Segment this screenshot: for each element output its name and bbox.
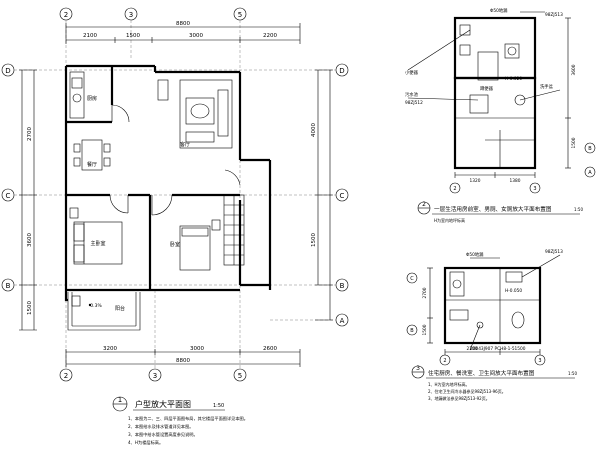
d3-axis-2: 2 <box>443 358 446 364</box>
room-bedroom: 卧室 <box>170 241 180 248</box>
detail-3-title: 3 住宅厨房、餐洗室、卫生间放大平面布置图 1:50 <box>411 365 577 379</box>
d3-dim-v2: 1500 <box>422 324 428 335</box>
d3-label-ref-2: 20043J907 PCH8-1-5 <box>470 346 515 352</box>
d2-dim-v2: 1500 <box>571 137 577 148</box>
d3-dim-v1: 2700 <box>422 287 428 298</box>
d2-title-number: 2 <box>422 201 426 208</box>
d2-label-wash-basin: 洗手盆 <box>540 83 554 90</box>
axis-bottom-3: 3 <box>153 372 157 380</box>
furniture <box>69 71 233 307</box>
detail-2-drawing <box>407 11 596 194</box>
d2-label-urinal: 小便器 <box>405 69 419 76</box>
room-kitchen: 厨房 <box>87 95 97 102</box>
axis-top-5: 5 <box>238 11 242 19</box>
dimension-lines-main <box>19 23 333 367</box>
d2-dim-b2: 1380 <box>510 178 521 184</box>
d2-label-ref-1: 98ZJ513 <box>545 12 563 18</box>
room-dining: 餐厅 <box>87 161 97 168</box>
axis-right-D: D <box>339 67 344 75</box>
dim-bottom-total: 8800 <box>176 358 190 364</box>
d3-axis-C: C <box>410 276 414 282</box>
detail-2-texts: Φ50地漏 98ZJ513 小便器 蹲便器 污水池 98ZJ512 H-0.02… <box>405 7 592 192</box>
d2-title: 一层生活用房前室、男厕、女厕放大平面布置图 <box>434 205 552 213</box>
axis-right-B: B <box>340 282 345 290</box>
d3-note-3: 3、地漏做法参见98ZJ513-92页。 <box>428 395 490 401</box>
d2-label-squat-toilet: 蹲便器 <box>480 85 494 92</box>
d3-axis-B: B <box>410 328 414 334</box>
d3-title-number: 3 <box>416 365 420 372</box>
main-note-1: 1、本图为二、三、四层平面图布局，其它楼层平面图详见本图。 <box>128 415 248 422</box>
main-note-4: 4、H为楼层标高。 <box>128 439 163 446</box>
axis-right-A: A <box>340 317 345 325</box>
d2-label-floor-drain: Φ50地漏 <box>490 7 508 14</box>
main-title: 1 户型放大平面图 1:50 <box>112 396 225 412</box>
d3-dim-b2: 1500 <box>515 346 526 352</box>
d2-axis-2: 2 <box>453 186 456 192</box>
dim-bottom-1: 3200 <box>103 346 117 352</box>
axis-left-B: B <box>6 282 11 290</box>
main-note-3: 3、本图中给水管设置高度参见说明。 <box>128 431 198 438</box>
d2-dim-b1: 1320 <box>470 178 481 184</box>
dim-top-total: 8800 <box>176 21 190 27</box>
axis-bottom-2: 2 <box>64 372 68 380</box>
d2-axis-A: A <box>588 170 592 176</box>
main-plan-doors <box>109 104 241 216</box>
dim-top-3: 3000 <box>189 33 203 39</box>
d2-label-level: H-0.020 <box>505 76 522 82</box>
dim-top-1: 2100 <box>83 33 97 39</box>
d3-label-level: H-0.050 <box>505 288 522 294</box>
room-living: 客厅 <box>180 141 190 148</box>
d2-axis-3: 3 <box>533 186 536 192</box>
axis-bottom-5: 5 <box>238 372 242 380</box>
main-notes: 1、本图为二、三、四层平面图布局，其它楼层平面图详见本图。 2、本图给水及排水管… <box>128 415 248 446</box>
detail-2-title: 2 一层生活用房前室、男厕、女厕放大平面布置图 1:50 H为室内地坪标高 <box>417 201 583 223</box>
dim-right-2: 1500 <box>311 233 317 247</box>
main-plan-title: 户型放大平面图 <box>135 399 191 409</box>
dim-left-1: 2700 <box>27 127 33 141</box>
main-note-2: 2、本图给水及排水管道详见本图。 <box>128 423 193 430</box>
d2-label-ref-2: 98ZJ512 <box>405 100 423 106</box>
detail-3-notes: 1、H为室内地坪标高。 2、住宅卫生间冷水器参见98ZJ513-96页。 3、地… <box>428 381 506 401</box>
axis-top-2: 2 <box>64 11 68 19</box>
d3-label-floor-drain: Φ50地漏 <box>466 251 484 258</box>
d2-axis-B: B <box>588 146 592 152</box>
room-master-bedroom: 主卧室 <box>90 240 105 247</box>
d3-dim-b1: 2100 <box>467 346 478 352</box>
dim-top-2: 1500 <box>126 33 140 39</box>
d2-label-mop-sink: 污水池 <box>405 91 419 98</box>
main-plan-walls <box>64 64 272 331</box>
title-number-1: 1 <box>118 396 122 404</box>
room-balcony: 阳台 <box>115 305 125 312</box>
detail-3-texts: Φ50地漏 H-0.050 98ZJ513 20043J907 PCH8-1-5… <box>410 249 563 364</box>
d3-note-1: 1、H为室内地坪标高。 <box>428 381 470 387</box>
d3-label-ref: 98ZJ513 <box>545 249 563 255</box>
d3-note-2: 2、住宅卫生间冷水器参见98ZJ513-96页。 <box>428 388 506 394</box>
d2-subtitle: H为室内地坪标高 <box>434 217 465 223</box>
axis-left-C: C <box>6 192 11 200</box>
d2-dim-v1: 3600 <box>571 64 577 75</box>
main-plan-scale: 1:50 <box>213 403 224 409</box>
room-labels: 厨房 客厅 餐厅 主卧室 卧室 阳台 0.3% <box>87 95 190 312</box>
axis-top-3: 3 <box>129 11 133 19</box>
axis-left-D: D <box>5 67 10 75</box>
dim-right-1: 4000 <box>311 123 317 137</box>
d3-axis-3: 3 <box>538 358 541 364</box>
dim-bottom-3: 2600 <box>263 346 277 352</box>
d2-scale: 1:50 <box>574 207 583 212</box>
d3-title: 住宅厨房、餐洗室、卫生间放大平面布置图 <box>428 369 535 377</box>
slope-mark: 0.3% <box>90 303 102 309</box>
axis-right-C: C <box>340 192 345 200</box>
dim-top-4: 2200 <box>263 33 277 39</box>
stair <box>223 194 245 266</box>
dim-left-2: 3600 <box>27 233 33 247</box>
dimension-texts-main: 8800 2100 1500 3000 2200 3200 3000 2600 … <box>27 21 317 364</box>
d3-scale: 1:50 <box>568 371 577 376</box>
dim-left-3: 1500 <box>27 301 33 315</box>
dim-bottom-2: 3000 <box>190 346 204 352</box>
detail-3-drawing <box>406 254 561 366</box>
